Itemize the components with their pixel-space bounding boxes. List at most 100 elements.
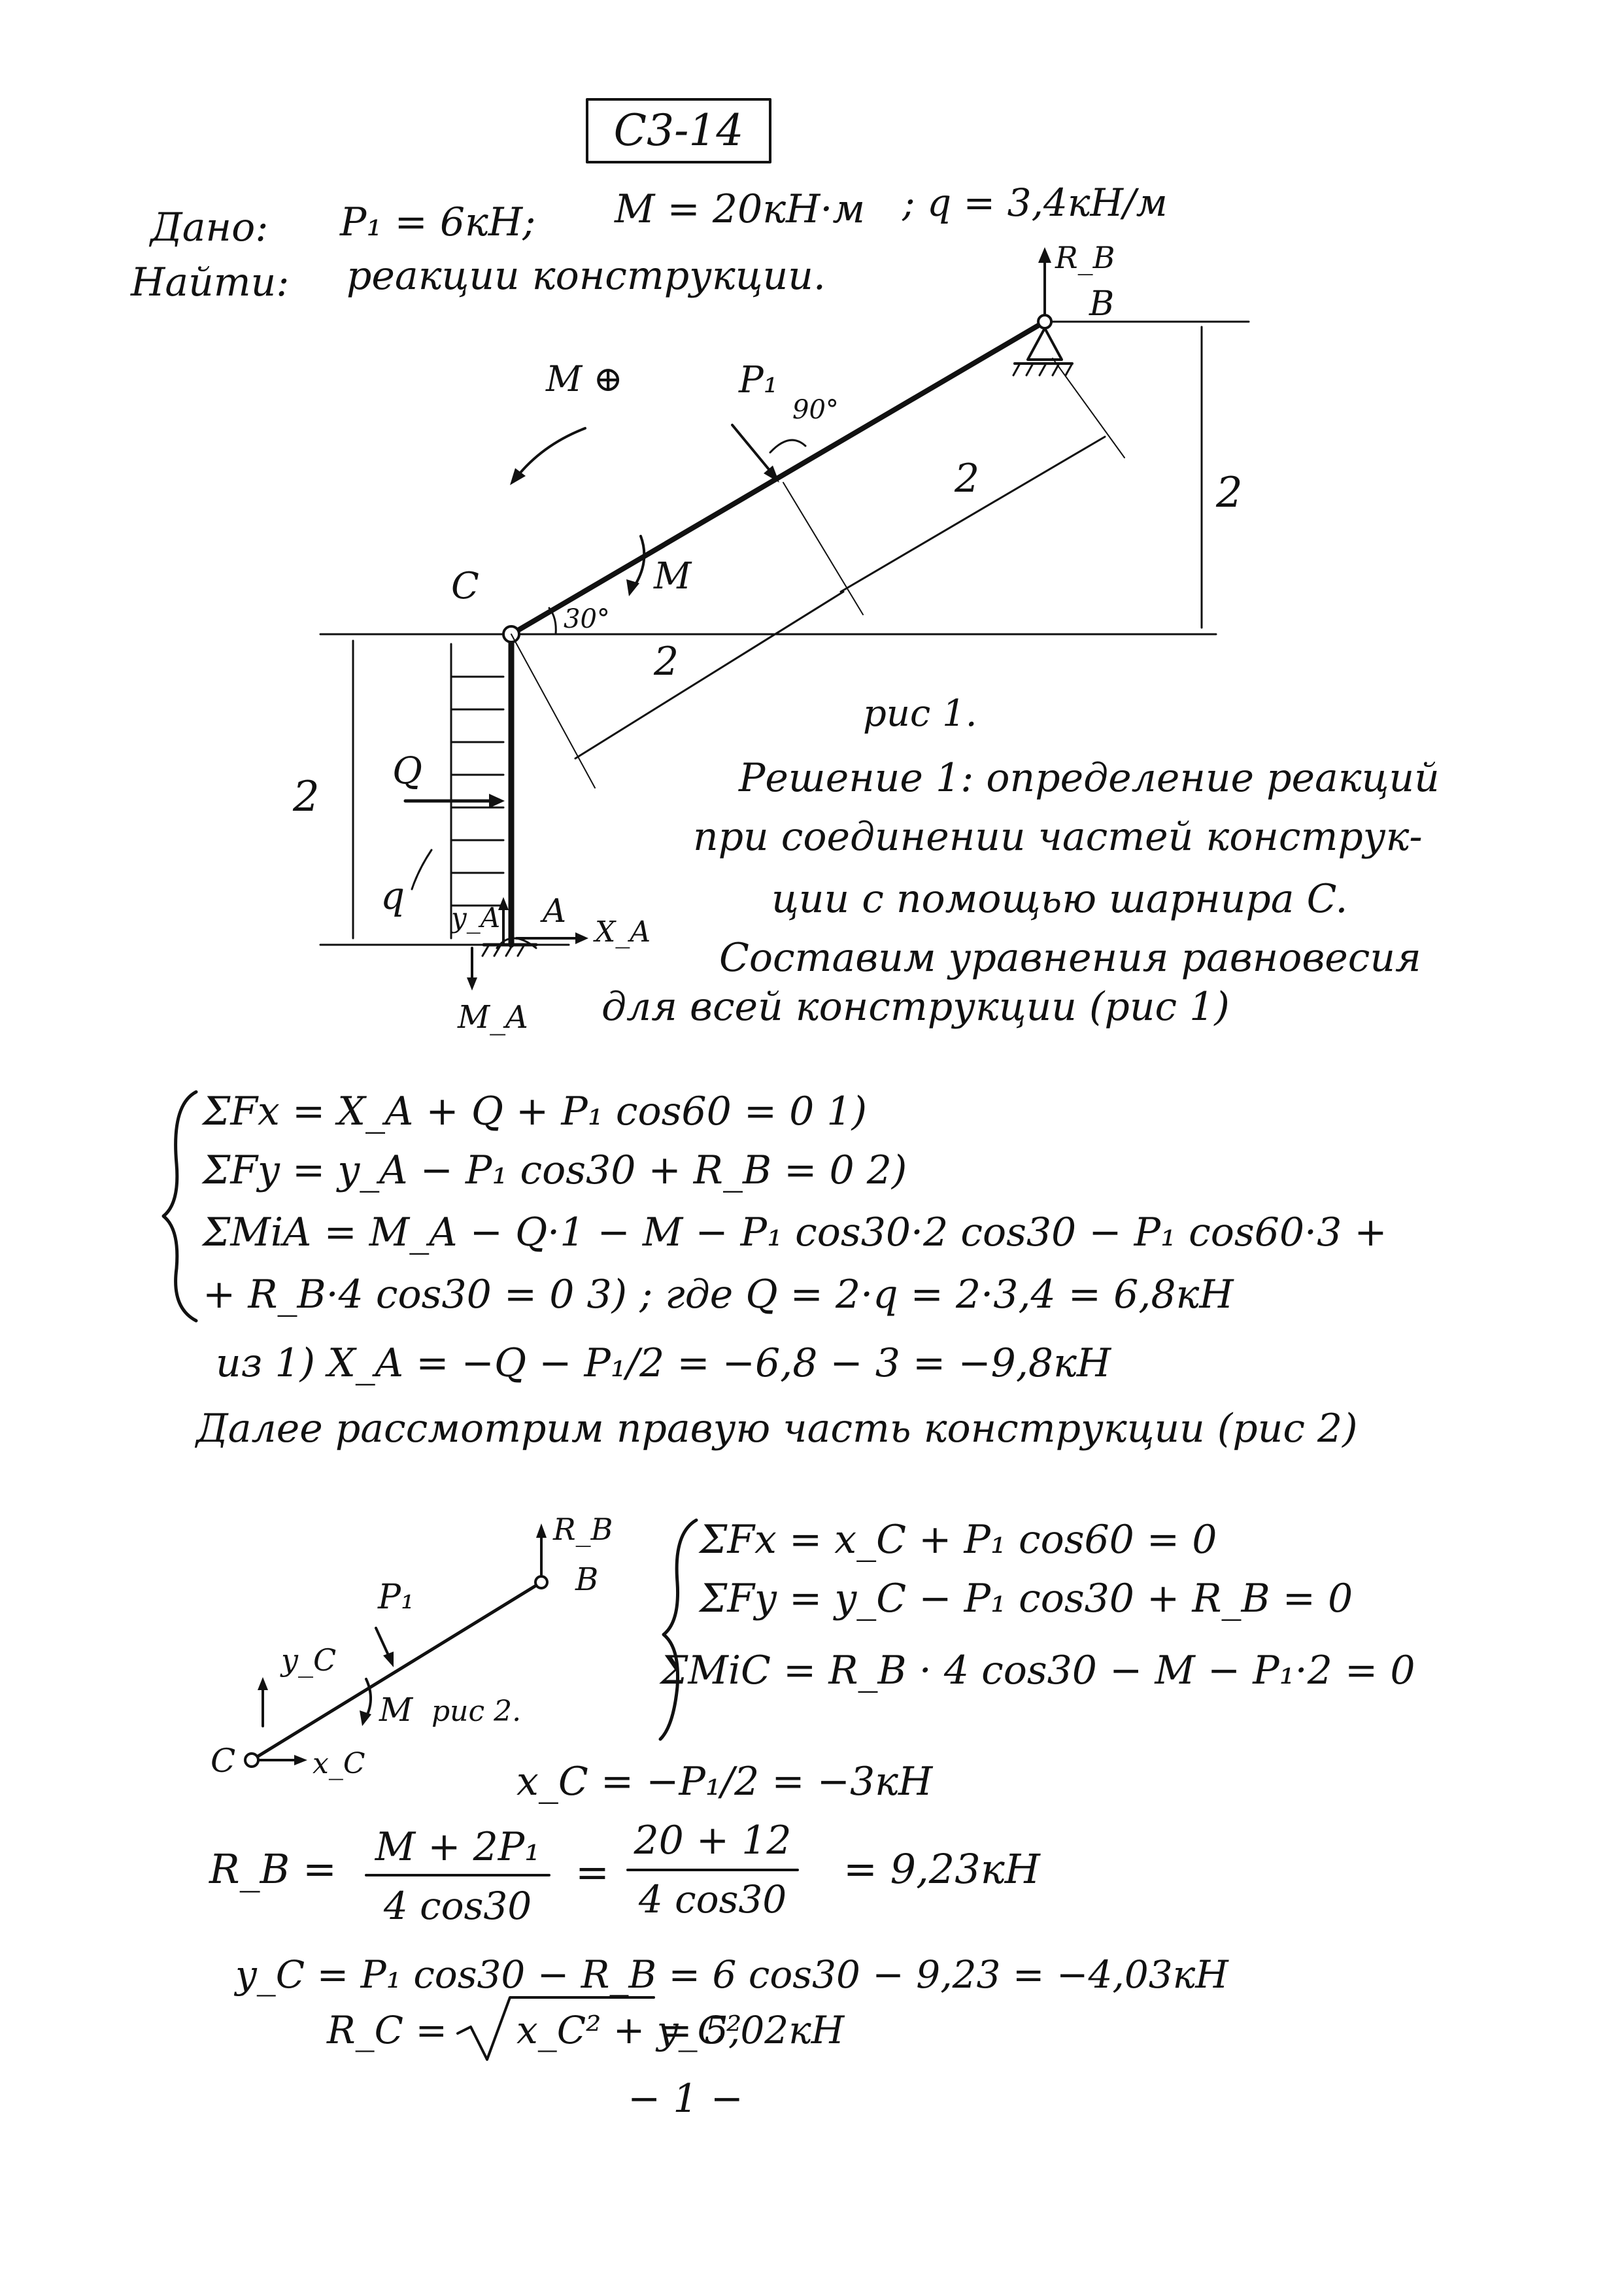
fig2-label-yc: y_C: [280, 1642, 336, 1678]
figure-1-caption: рис 1.: [863, 692, 977, 735]
dim-right-label: 2: [1215, 469, 1243, 517]
label-q-load: q: [381, 874, 405, 918]
angle-30-arc: [548, 607, 557, 636]
support-a-hatch: [481, 943, 526, 957]
angle-90-arc: [769, 439, 807, 454]
label-m: M: [653, 555, 692, 598]
q-resultant-head: [489, 794, 505, 808]
next-step-text: Далее рассмотрим правую часть конструкци…: [194, 1406, 1358, 1451]
p1-arrow-head: [764, 466, 779, 483]
eq1-sum-ma-continued: + R_B·4 cos30 = 0 3) ; где Q = 2·q = 2·3…: [203, 1272, 1234, 1317]
problem-code-box: [586, 98, 771, 163]
fig2-m-arrow-head: [360, 1710, 371, 1726]
from-eq1-xa: из 1) X_A = −Q − P₁/2 = −6,8 − 3 = −9,8к…: [216, 1340, 1112, 1386]
find-label: Найти:: [130, 260, 290, 305]
result-rc-radicand: x_C² + y_C²: [516, 2008, 741, 2052]
label-ma: M_A: [457, 999, 528, 1036]
system-1-brace: [161, 1090, 198, 1323]
label-xa: X_A: [593, 915, 651, 949]
solution-line-1: Решение 1: определение реакций: [738, 755, 1440, 801]
eq2-sum-fx: ΣFx = x_C + P₁ cos60 = 0: [698, 1517, 1217, 1563]
solution-line-3: ции с помощью шарнира C.: [771, 876, 1347, 922]
fig2-yc-arrow-head: [258, 1677, 268, 1690]
fig2-label-p1: P₁: [377, 1578, 414, 1617]
label-b: B: [1089, 284, 1114, 324]
result-rc-value: = 5,02кН: [660, 2008, 845, 2052]
load-arrows: [450, 675, 505, 907]
rb-arrow-head: [1038, 247, 1051, 263]
eq2-sum-mc: ΣMiC = R_B · 4 cos30 − M − P₁·2 = 0: [659, 1648, 1415, 1693]
label-a: A: [540, 892, 566, 930]
dim-left-label: 2: [292, 773, 320, 821]
dim-lower-label: 2: [653, 639, 679, 685]
fig2-rb-arrow-head: [536, 1523, 547, 1538]
fig2-label-xc: x_C: [313, 1747, 365, 1780]
given-p1: P₁ = 6кН;: [339, 199, 535, 245]
fig2-label-m: M: [379, 1691, 414, 1729]
figure-2: R_B B P₁ y_C M рис 2. C x_C: [211, 1512, 613, 1780]
p1-arrow-shaft: [731, 424, 777, 479]
result-rb-den2: 4 cos30: [638, 1877, 787, 1922]
label-rb: R_B: [1055, 240, 1115, 275]
result-rc-radical: [456, 1996, 655, 2061]
fig2-label-rb: R_B: [552, 1512, 613, 1547]
solution-line-5: для всей конструкции (рис 1): [601, 984, 1230, 1030]
moment-sign-arrow: [515, 427, 586, 479]
page-number: − 1 −: [628, 2076, 743, 2122]
support-b-triangle: [1026, 327, 1063, 361]
label-c: C: [451, 565, 479, 607]
eq1-sum-fy: ΣFy = y_A − P₁ cos30 + R_B = 0 2): [201, 1147, 907, 1193]
xa-arrow-head: [575, 932, 588, 944]
given-label: Дано:: [148, 205, 268, 250]
fig2-hinge-b: [534, 1575, 549, 1589]
result-rb-num2: 20 + 12: [633, 1818, 791, 1863]
result-yc: y_C = P₁ cos30 − R_B = 6 cos30 − 9,23 = …: [233, 1952, 1229, 1997]
result-xc: x_C = −P₁/2 = −3кН: [516, 1759, 934, 1805]
dim-lower-line: [574, 590, 845, 760]
moment-sign: M ⊕: [545, 358, 623, 399]
result-rb-den: 4 cos30: [383, 1884, 532, 1928]
fig2-label-b: B: [575, 1561, 598, 1598]
solution-line-4: Составим уравнения равновесия: [719, 935, 1421, 981]
dim-extension-end: [1052, 358, 1125, 458]
hinge-b: [1037, 314, 1053, 330]
result-rb-value: = 9,23кН: [843, 1845, 1041, 1893]
result-rb-eq: =: [575, 1848, 609, 1896]
ma-arrow-head: [467, 977, 477, 991]
fig2-p1-arrow-head: [383, 1652, 394, 1667]
result-rb-lhs: R_B =: [209, 1845, 337, 1893]
label-p1: P₁: [738, 359, 778, 401]
result-rc-lhs: R_C =: [326, 2008, 447, 2052]
fig2-beam: [250, 1580, 543, 1762]
angle-90-label: 90°: [792, 395, 839, 425]
solution-line-2: при соединении частей конструк-: [693, 814, 1423, 860]
fig2-caption: рис 2.: [431, 1695, 521, 1728]
given-q: ; q = 3,4кН/м: [902, 180, 1168, 225]
ma-arc: [496, 937, 537, 949]
eq1-sum-fx: ΣFx = X_A + Q + P₁ cos60 = 0 1): [201, 1089, 867, 1134]
eq2-sum-fy: ΣFy = y_C − P₁ cos30 + R_B = 0: [698, 1576, 1353, 1621]
beam-cb: [509, 319, 1047, 637]
eq1-sum-ma: ΣMiA = M_A − Q·1 − M − P₁ cos30·2 cos30 …: [201, 1210, 1387, 1255]
dim-upper-line: [839, 435, 1106, 593]
angle-30-label: 30°: [564, 604, 610, 634]
system-2-brace: [658, 1518, 698, 1741]
dim-extension-mid: [783, 482, 864, 615]
given-m: M = 20кН·м: [614, 186, 865, 232]
ya-arrow-head: [498, 897, 509, 910]
label-q-resultant: Q: [392, 750, 422, 792]
dim-extension-start: [511, 634, 596, 789]
fig2-xc-arrow-head: [294, 1755, 307, 1765]
problem-code: C3-14: [614, 105, 744, 156]
dim-upper-label: 2: [954, 456, 979, 501]
find-text: реакции конструкции.: [347, 253, 826, 299]
figure-1: R_B B P₁ 90° M ⊕ M 30° C 2 2 2 2: [292, 240, 1250, 1036]
q-pointer: [411, 849, 433, 891]
moment-sign-arrow-head: [510, 468, 526, 485]
m-arrow-head: [626, 579, 639, 596]
result-rb-num: M + 2P₁: [375, 1824, 540, 1870]
fig2-label-c: C: [211, 1742, 235, 1780]
fig2-hinge-c: [244, 1752, 260, 1768]
label-ya: y_A: [450, 902, 500, 934]
